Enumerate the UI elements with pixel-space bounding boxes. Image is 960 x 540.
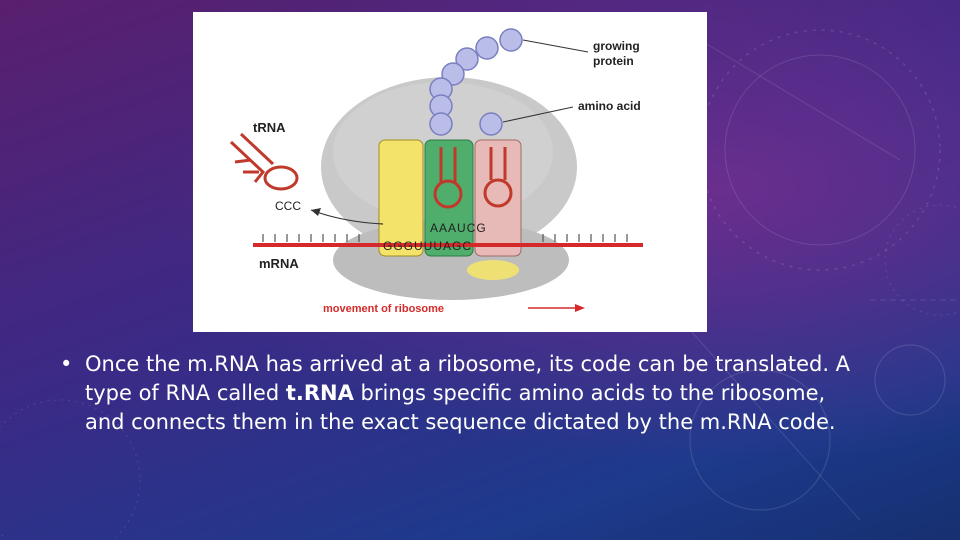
trna-anticodon-loose: CCC [275,199,301,213]
anticodon-sequence: AAAUCG [430,221,487,235]
translation-diagram: CCC [193,12,707,332]
label-trna: tRNA [253,120,286,135]
caption-text: Once the m.RNA has arrived at a ribosome… [85,350,860,437]
caption: • Once the m.RNA has arrived at a riboso… [60,350,860,437]
translation-diagram-svg: CCC [193,12,707,332]
label-mrna: mRNA [259,256,299,271]
bullet-icon: • [60,350,72,379]
label-movement-of-ribosome: movement of ribosome [323,303,444,315]
label-amino-acid: amino acid [578,99,641,113]
arrow-right-icon [575,304,585,312]
mrna-codon-sequence: GGGUUUAGC [383,239,472,253]
trna-free [231,134,297,189]
caption-bold-term: t.RNA [286,381,354,405]
label-protein: protein [593,54,634,68]
site-pink [475,140,521,256]
label-growing: growing [593,39,640,53]
